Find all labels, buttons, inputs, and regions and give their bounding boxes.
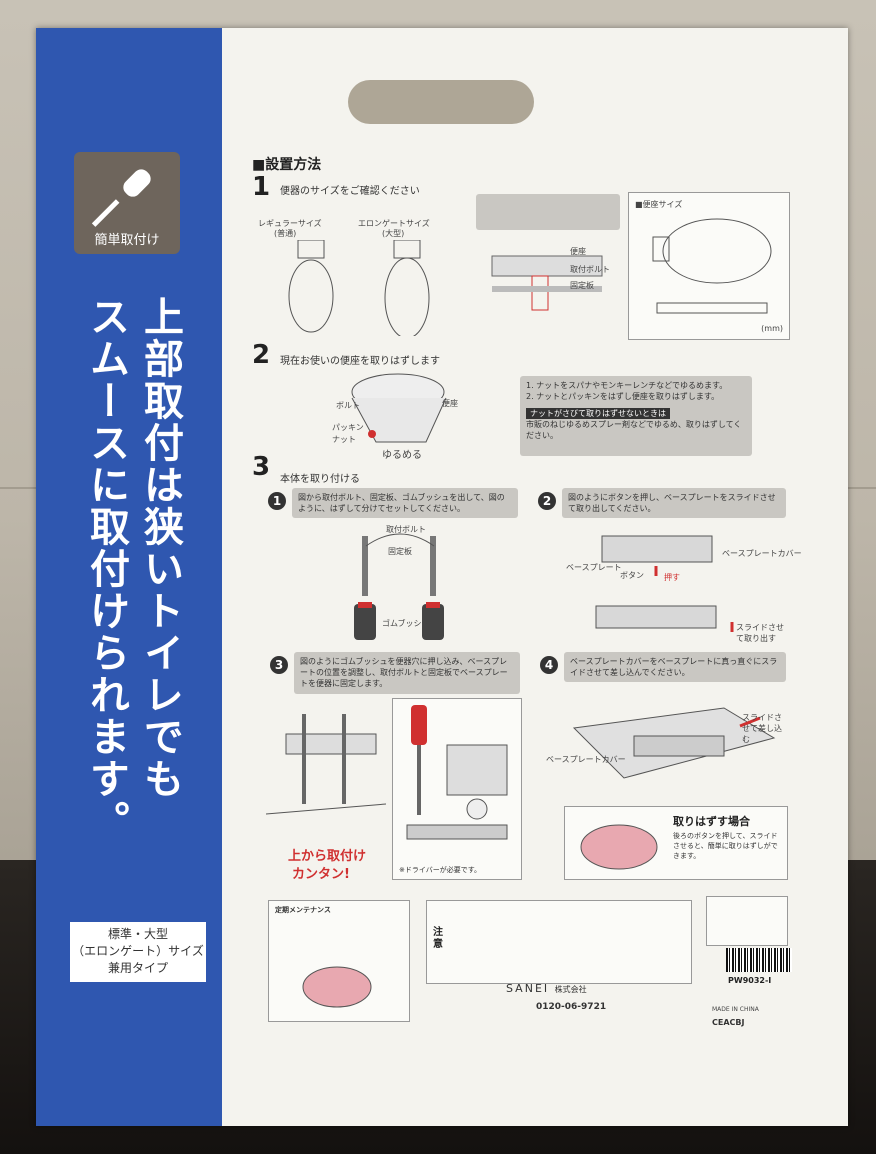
substep-2-text: 図のようにボタンを押し、ベースプレートをスライドさせて取り出してください。 [562, 488, 786, 518]
regular-size-sub: (普通) [274, 229, 297, 238]
base-plate-label: ベースプレート [566, 563, 622, 572]
seat-size-label: ■便座サイズ [635, 200, 683, 209]
substep-1-marker: 1 [268, 492, 286, 510]
step-number-1: 1 [252, 172, 271, 202]
step-title-2: 現在お使いの便座を取りはずします [280, 356, 440, 367]
removal-frame: 取りはずす場合 後ろのボタンを押して、スライドさせると、簡単に取りはずしができま… [564, 806, 788, 880]
substep-2-marker: 2 [538, 492, 556, 510]
easy-label: カンタン! [292, 867, 350, 882]
bolt-parts-label: 取付ボルト [386, 525, 426, 534]
removal-title: 取りはずす場合 [673, 815, 750, 828]
step-number-3: 3 [252, 452, 271, 482]
toilet-size-diagram [288, 240, 430, 336]
section-title: ■設置方法 [252, 157, 322, 173]
seat-size-frame: ■便座サイズ (mm) [628, 192, 790, 340]
slide-out-label: スライドさせて取り出す [736, 623, 784, 643]
plate-parts-label: 固定板 [388, 547, 412, 556]
substep-4-marker: 4 [540, 656, 558, 674]
base-cover-label: ベースプレートカバー [722, 549, 802, 558]
product-box-back: 簡単取付け 上部取付は狭いトイレでも スムースに取付けられます。 標準・大型 （… [36, 28, 848, 1126]
part-label-seat: 便座 [570, 247, 586, 256]
maintenance-frame: 定期メンテナンス [268, 900, 410, 1022]
step-title-1: 便器のサイズをご確認ください [280, 186, 420, 197]
base-plate-diagram [595, 535, 734, 632]
slide-in-label: スライドさせて差し込む [742, 713, 782, 744]
seat-label: 便座 [442, 399, 458, 408]
regular-size-label: レギュラーサイズ [258, 219, 322, 228]
substep-4-text: ベースプレートカバーをベースプレートに真っ直ぐにスライドさせて差し込んでください… [564, 652, 786, 682]
headline-column-2: スムースに取付けられます。 [83, 296, 129, 842]
removal-diagram [580, 824, 658, 870]
made-in-label: MADE IN CHINA [712, 1006, 759, 1013]
blue-side-panel: 簡単取付け 上部取付は狭いトイレでも スムースに取付けられます。 標準・大型 （… [36, 28, 222, 1126]
packing-label: パッキン [332, 423, 364, 432]
part-label-plate: 固定板 [570, 281, 594, 290]
seat-removal-diagram [351, 373, 447, 443]
base-cover-label-2: ベースプレートカバー [546, 755, 626, 764]
maintenance-title: 定期メンテナンス [275, 906, 331, 914]
caution-frame: 注意 [426, 900, 692, 984]
bolt-label: ボルト [336, 401, 360, 410]
material-frame [706, 896, 788, 946]
step2-instructions: 1. ナットをスパナやモンキーレンチなどでゆるめます。 2. ナットとパッキンを… [520, 376, 752, 456]
screwdriver-icon [91, 169, 151, 227]
loosen-label: ゆるめる [382, 450, 422, 461]
seat-size-unit: (mm) [761, 324, 783, 333]
button-label: ボタン [620, 571, 644, 580]
part-label-bolt: 取付ボルト [570, 265, 610, 274]
company-name: SANEI 株式会社 [506, 982, 587, 995]
product-code: PW9032-I [728, 976, 772, 985]
screwdriver-frame: ※ドライバーが必要です。 [392, 698, 522, 880]
from-top-label: 上から取付け [288, 849, 367, 864]
elongate-size-sub: (大型) [382, 229, 405, 238]
bottom-panel [222, 1058, 848, 1126]
barcode [726, 948, 792, 972]
bolt-parts-diagram [354, 533, 444, 640]
seat-size-drawing [652, 218, 772, 314]
company-phone: 0120-06-9721 [536, 1002, 607, 1012]
nut-label: ナット [332, 435, 356, 444]
step1-note [476, 194, 620, 230]
cover-slide-diagram [572, 707, 776, 779]
hanger-cutout [348, 80, 534, 124]
step-title-3: 本体を取り付ける [280, 474, 360, 485]
easy-install-label: 簡単取付け [94, 233, 160, 248]
substep-1-text: 図から取付ボルト、固定板、ゴムブッシュを出して、図のように、はずして分けてセット… [292, 488, 518, 518]
elongate-size-label: エロンゲートサイズ [358, 219, 430, 228]
screwdriver-install-diagram [406, 705, 508, 840]
step-number-2: 2 [252, 340, 271, 370]
removal-text: 後ろのボタンを押して、スライドさせると、簡単に取りはずしができます。 [673, 832, 778, 860]
push-label: 押す [664, 573, 680, 582]
install-bolts-diagram [266, 714, 386, 815]
bush-parts-label: ゴムブッシュ [382, 619, 430, 628]
caution-label: 注意 [433, 927, 443, 950]
lot-code: CEACBJ [712, 1018, 745, 1027]
substep-3-text: 図のようにゴムブッシュを便器穴に押し込み、ベースプレートの位置を調整し、取付ボル… [294, 652, 520, 694]
maintenance-diagram [302, 966, 372, 1008]
size-type-badge: 標準・大型 （エロンゲート）サイズ 兼用タイプ [70, 922, 206, 982]
headline-column-1: 上部取付は狭いトイレでも [137, 296, 183, 800]
seat-attachment-diagram [491, 255, 603, 311]
driver-note: ※ドライバーが必要です。 [399, 866, 482, 874]
easy-install-badge: 簡単取付け [74, 152, 180, 254]
substep-3-marker: 3 [270, 656, 288, 674]
